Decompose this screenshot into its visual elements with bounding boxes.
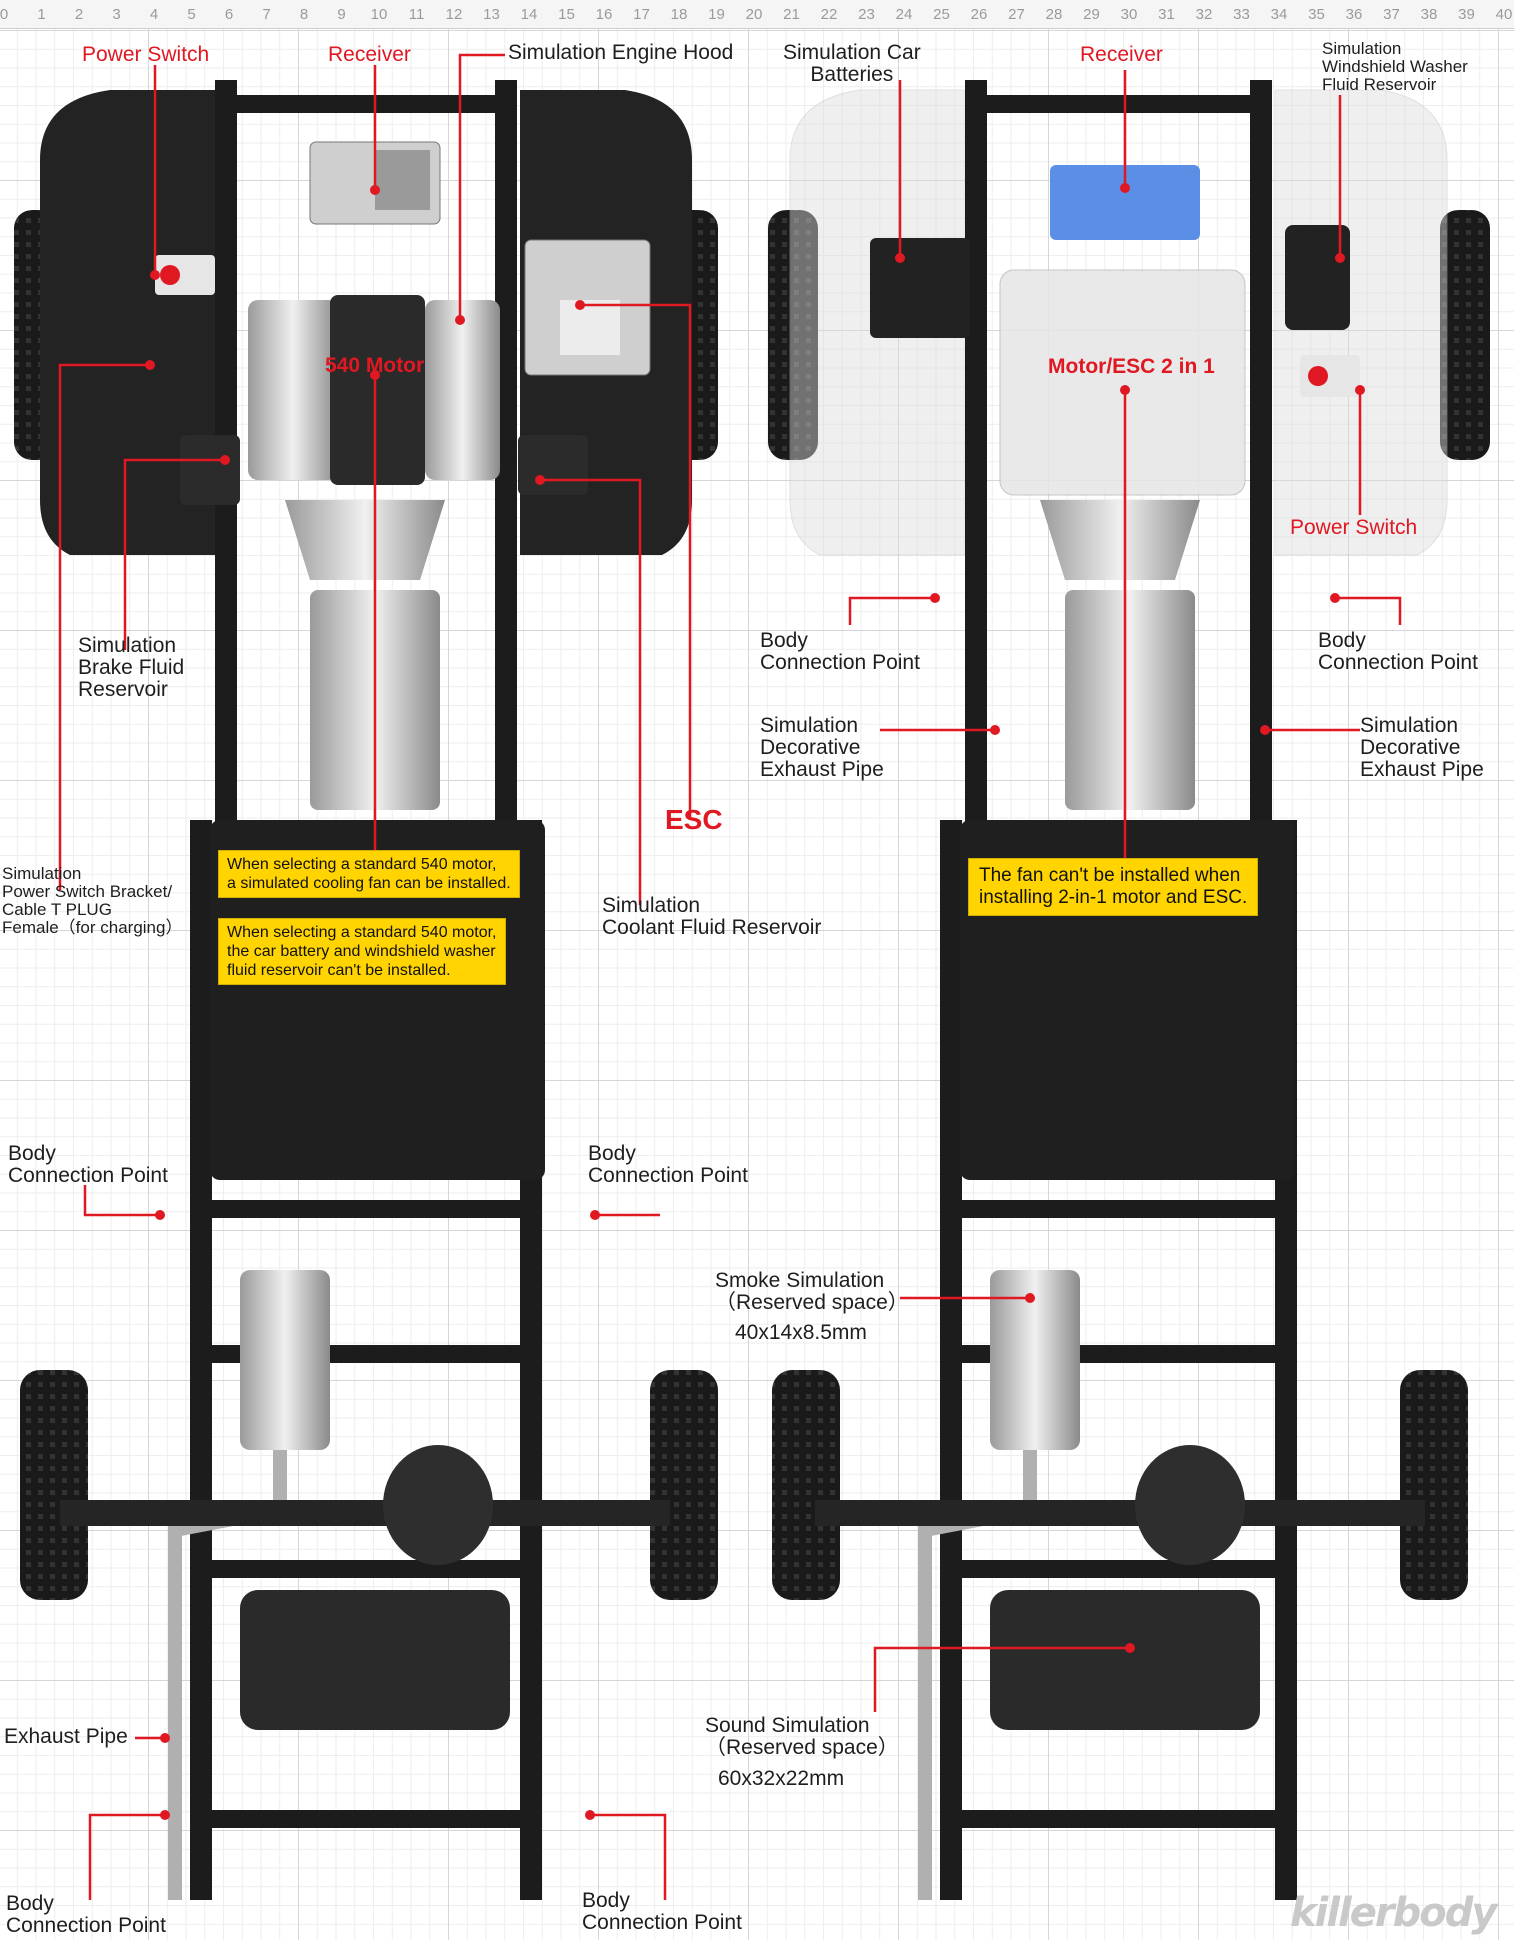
- label-esc: ESC: [665, 804, 723, 835]
- ruler-tick: 13: [483, 6, 500, 23]
- left-frame-rails: [190, 80, 542, 1900]
- note-battery-washer: When selecting a standard 540 motor, the…: [218, 918, 506, 985]
- ruler-tick: 17: [633, 6, 650, 23]
- ruler-tick: 26: [970, 6, 988, 23]
- ruler-tick: 37: [1383, 6, 1400, 23]
- label-body-point-right-right: Body Connection Point: [1318, 629, 1478, 674]
- label-power-switch-left: Power Switch: [82, 43, 210, 66]
- ruler-tick: 3: [112, 6, 121, 23]
- ruler-tick: 18: [670, 6, 688, 23]
- label-motor-esc-2in1: Motor/ESC 2 in 1: [1048, 355, 1215, 378]
- left-chassis: [14, 80, 718, 1900]
- right-washer-part: [1285, 225, 1350, 330]
- label-receiver-left: Receiver: [328, 43, 411, 66]
- label-coolant-reservoir: Simulation Coolant Fluid Reservoir: [602, 894, 822, 939]
- ruler-tick: 10: [370, 6, 388, 23]
- label-body-point-bottom-right: Body Connection Point: [582, 1889, 742, 1934]
- ruler-tick: 29: [1083, 6, 1100, 23]
- ruler-tick: 21: [783, 6, 800, 23]
- ruler-tick: 7: [262, 6, 271, 23]
- ruler-tick: 16: [595, 6, 613, 23]
- ruler-tick: 39: [1458, 6, 1475, 23]
- ruler-tick: 38: [1420, 6, 1438, 23]
- ruler-tick: 8: [299, 6, 309, 23]
- label-exhaust-pipe: Exhaust Pipe: [4, 1725, 128, 1748]
- label-smoke-simulation: Smoke Simulation （Reserved space）: [715, 1269, 909, 1314]
- ruler-tick: 5: [187, 6, 196, 23]
- ruler-tick: 11: [408, 6, 425, 23]
- label-sound-size: 60x32x22mm: [718, 1767, 845, 1790]
- ruler-tick: 32: [1195, 6, 1213, 23]
- label-power-switch-right: Power Switch: [1290, 516, 1418, 539]
- ruler-tick: 0: [0, 6, 9, 23]
- left-transmission: [285, 500, 445, 810]
- right-power-switch-part: [1300, 355, 1360, 397]
- left-esc-part: [524, 239, 651, 376]
- left-power-switch-part: [155, 255, 215, 295]
- label-sound-simulation: Sound Simulation （Reserved space）: [705, 1714, 899, 1759]
- ruler-tick: 24: [895, 6, 913, 23]
- ruler-tick: 1: [37, 6, 46, 23]
- ruler-tick: 15: [558, 6, 575, 23]
- ruler-tick: 20: [745, 6, 763, 23]
- right-batteries-part: [870, 238, 970, 338]
- ruler-tick: 28: [1045, 6, 1063, 23]
- ruler-tick: 35: [1308, 6, 1325, 23]
- label-body-point-bottom-left: Body Connection Point: [6, 1892, 166, 1937]
- label-body-point-right-left: Body Connection Point: [760, 629, 920, 674]
- right-motor-block: [999, 269, 1246, 496]
- label-car-batteries: Simulation Car Batteries: [783, 41, 921, 86]
- label-body-point-mid-right: Body Connection Point: [588, 1142, 748, 1187]
- label-power-switch-bracket: Simulation Power Switch Bracket/ Cable T…: [2, 864, 183, 937]
- ruler-tick: 34: [1270, 6, 1288, 23]
- label-engine-hood: Simulation Engine Hood: [508, 41, 734, 64]
- ruler-tick: 36: [1345, 6, 1363, 23]
- right-sound-tank: [990, 1590, 1260, 1730]
- label-540-motor: 540 Motor: [325, 354, 425, 377]
- ruler-tick: 33: [1233, 6, 1250, 23]
- note-fan-not-installable: The fan can't be installed when installi…: [968, 858, 1259, 916]
- ruler-tick: 19: [708, 6, 725, 23]
- ruler-tick: 40: [1495, 6, 1513, 23]
- ruler-tick: 27: [1008, 6, 1025, 23]
- ruler-tick: 9: [337, 6, 346, 23]
- left-rear-axle: [20, 1370, 718, 1600]
- label-exhaust-decorative-right: Simulation Decorative Exhaust Pipe: [1360, 714, 1484, 781]
- label-brake-fluid: Simulation Brake Fluid Reservoir: [78, 634, 185, 701]
- left-sound-tank: [240, 1590, 510, 1730]
- right-transmission: [1040, 500, 1200, 810]
- ruler-tick: 2: [74, 6, 84, 23]
- note-cooling-fan: When selecting a standard 540 motor, a s…: [218, 850, 520, 898]
- ruler-tick: 30: [1120, 6, 1138, 23]
- label-smoke-size: 40x14x8.5mm: [735, 1321, 867, 1344]
- label-washer-reservoir: Simulation Windshield Washer Fluid Reser…: [1322, 39, 1468, 94]
- ruler-tick: 31: [1158, 6, 1175, 23]
- ruler-tick: 14: [520, 6, 538, 23]
- left-motor-block: [248, 295, 500, 485]
- ruler-tick: 25: [933, 6, 950, 23]
- left-battery-box: [210, 820, 545, 1180]
- label-exhaust-decorative-left: Simulation Decorative Exhaust Pipe: [760, 714, 884, 781]
- label-body-point-mid-left: Body Connection Point: [8, 1142, 168, 1187]
- callout-lines: [58, 53, 1402, 1900]
- ruler-tick: 23: [858, 6, 875, 23]
- ruler-tick: 6: [224, 6, 234, 23]
- right-receiver-part: [1050, 165, 1200, 240]
- right-front-wheels: [768, 210, 1490, 460]
- ruler-tick: 4: [149, 6, 159, 23]
- label-receiver-right: Receiver: [1080, 43, 1163, 66]
- right-chassis: [768, 80, 1490, 1900]
- callout-dots: [145, 183, 1365, 1820]
- brand-logo: killerbody: [1290, 1890, 1497, 1936]
- right-rear-axle: [772, 1370, 1468, 1600]
- ruler-tick: 22: [820, 6, 838, 23]
- ruler-tick: 12: [445, 6, 463, 23]
